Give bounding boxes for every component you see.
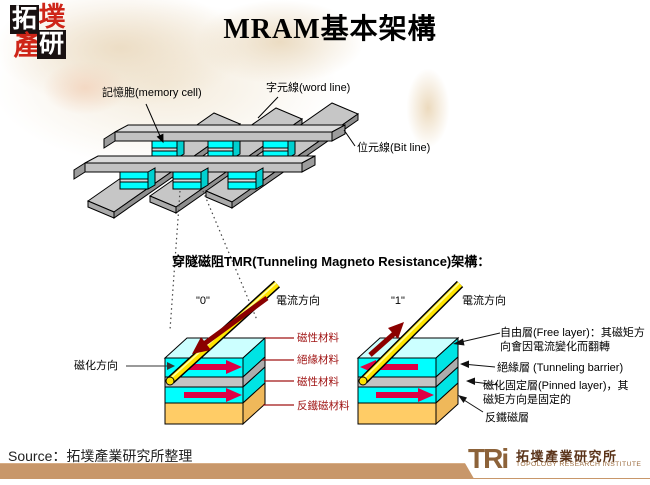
material-label-lines: [262, 337, 294, 406]
state1-label: "1": [391, 295, 405, 307]
memory-cell-pointer: [145, 103, 161, 137]
memory-cell-pointer-arrowhead: [156, 133, 164, 144]
state0-label: "0": [196, 295, 210, 307]
memory-cell: [119, 167, 156, 190]
bit-line-label: 位元線(Bit line): [357, 142, 431, 154]
current-arrow: [368, 322, 404, 357]
word-line-label: 字元線(word line): [266, 82, 351, 94]
seal-logo: 拓 墣 產 研: [6, 0, 72, 62]
memory-cell-label: 記憶胞(memory cell): [102, 87, 202, 99]
memory-cell: [172, 167, 209, 190]
source-text: Source：拓墣產業研究所整理: [8, 448, 193, 464]
current-rod: [358, 280, 464, 386]
tri-logo-name-en: TOPOLOGY RESEARCH INSTITUTE: [516, 461, 642, 468]
page-title: MRAM基本架構: [223, 14, 437, 45]
antiferro-layer: [164, 402, 244, 425]
magnetization-arrows: [184, 360, 242, 402]
annotation-antiferro-layer: 反鐵磁層: [485, 412, 529, 424]
seal-char-yan: 研: [37, 30, 66, 59]
material-label-antiferro: 反鐵磁材料: [297, 400, 350, 412]
seal-char-chan: 產: [13, 31, 41, 61]
current-direction-label-right: 電流方向: [462, 295, 506, 307]
mtj-stack-1: [356, 280, 501, 426]
material-label-insulator: 絕緣材料: [297, 354, 339, 366]
seal-char-pu: 墣: [38, 2, 66, 32]
bit-line-upper: [103, 124, 346, 149]
tmr-heading: 穿隧磁阻TMR(Tunneling Magneto Resistance)架構：: [172, 254, 491, 269]
mtj-stack-0: [126, 280, 294, 426]
material-label-magnetic-2: 磁性材料: [297, 376, 339, 388]
memory-cell: [151, 136, 185, 159]
material-label-magnetic-1: 磁性材料: [297, 332, 339, 344]
magnetization-direction-label: 磁化方向: [74, 360, 118, 372]
memory-cell: [227, 167, 264, 190]
bit-line-pointer: [343, 129, 356, 147]
current-arrow: [192, 295, 269, 354]
annotation-pinned-layer: 磁化固定層(Pinned layer)，其 磁矩方向是固定的: [483, 380, 629, 406]
tri-logo-background: [454, 444, 650, 478]
word-line-pointer: [257, 96, 279, 119]
annotation-tunneling-barrier: 絕緣層 (Tunneling barrier): [497, 362, 624, 374]
antiferro-layer: [357, 402, 437, 425]
tri-logo-name-zh: 拓墣產業研究所: [516, 449, 618, 464]
seal-char-tuo: 拓: [10, 5, 39, 34]
current-direction-label-left: 電流方向: [276, 295, 320, 307]
annotation-free-layer: 自由層(Free layer)：其磁矩方 向會因電流變化而翻轉: [500, 327, 645, 353]
memory-array-diagram: [73, 96, 360, 219]
bit-line-lower: [73, 155, 316, 180]
tri-logo-mark: TRi: [468, 443, 509, 474]
annotation-arrows: [453, 332, 501, 413]
